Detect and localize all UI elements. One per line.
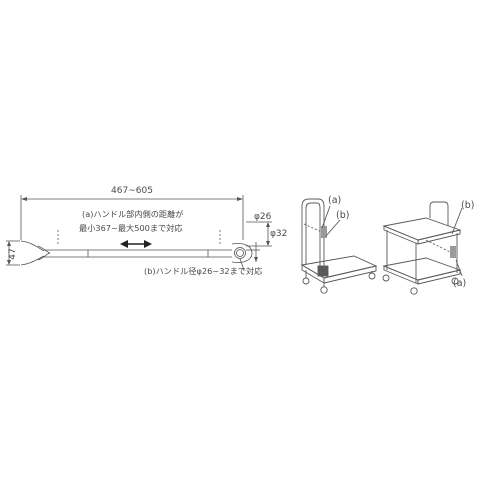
handle-drawing [6, 195, 272, 271]
clamp-ring-outer [234, 247, 246, 259]
left-clamp [20, 240, 45, 266]
arrow-head [254, 257, 258, 262]
attachment-clamp [321, 226, 327, 238]
leader-b [451, 207, 463, 235]
callout-a-tier: (a) [453, 278, 466, 289]
leader-a [321, 205, 331, 229]
callout-b-flat: (b) [336, 210, 349, 221]
flat-cart-drawing [300, 198, 378, 294]
leader-b [325, 219, 341, 237]
cart-handle-inner [305, 202, 321, 268]
diameter-outer-label: φ32 [270, 229, 287, 239]
wheel [320, 286, 328, 294]
note-a-line2: 最小367~最大500まで対応 [79, 223, 183, 233]
diameter-inner-label: φ26 [254, 212, 272, 222]
note-a-line1: (a)ハンドル部内側の距離が [82, 209, 183, 219]
overall-length-label: 467~605 [111, 186, 153, 196]
bottom-shelf-front [383, 265, 419, 285]
attachment-clamp [450, 246, 456, 258]
callout-a-flat: (a) [328, 195, 341, 206]
cart-deck-side [323, 265, 377, 284]
arrow-head [266, 222, 270, 227]
wheel [382, 274, 390, 282]
top-shelf-side [417, 229, 461, 245]
clamp-ring-inner [236, 249, 244, 257]
attachment-line [425, 239, 455, 255]
arrow-head [21, 197, 27, 201]
wheel [368, 272, 376, 280]
tier-cart-drawing [382, 201, 463, 295]
height-label: 47 [8, 248, 18, 259]
top-shelf-front [383, 225, 419, 245]
tier-handle [429, 201, 449, 226]
arrow-head [266, 241, 270, 246]
cart-bracket [317, 265, 329, 277]
wheel [410, 287, 418, 295]
cart-handle [301, 198, 325, 270]
arrow-head [7, 241, 11, 246]
arrow-head [7, 260, 11, 265]
leader-b [239, 258, 245, 271]
bottom-shelf-side [417, 269, 461, 285]
note-b-line1: (b)ハンドル径φ26~32まで対応 [144, 266, 262, 276]
slide-arrow [120, 240, 152, 248]
wheel [451, 277, 459, 285]
arrow-head [237, 197, 243, 201]
callout-b-tier: (b) [461, 200, 474, 211]
leader-a [455, 259, 463, 277]
wheel [302, 277, 310, 285]
